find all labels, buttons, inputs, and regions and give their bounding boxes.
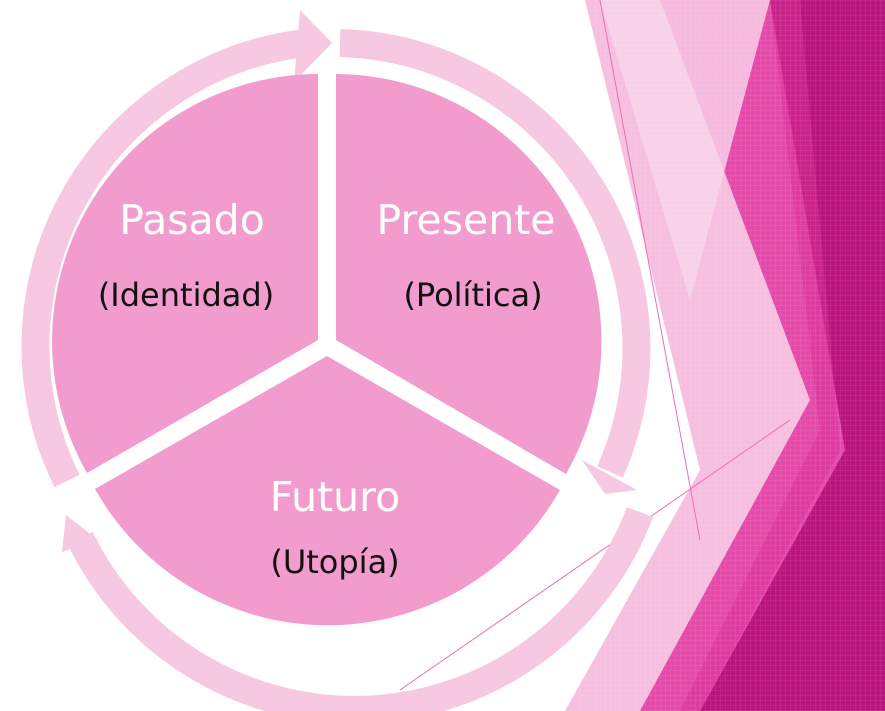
futuro-title: Futuro [270, 473, 400, 521]
segment-labels: Pasado (Identidad) Presente (Política) F… [98, 196, 556, 581]
segment-pasado [52, 74, 318, 473]
background-decoration [399, 0, 885, 711]
arrow-head-right [582, 460, 637, 494]
segment-futuro [95, 356, 560, 626]
presente-subtitle: (Política) [403, 276, 542, 314]
cycle-ring [21, 10, 654, 711]
bg-grid-texture [560, 0, 885, 711]
cycle-arc-top [21, 29, 308, 488]
presente-title: Presente [376, 196, 555, 244]
arrow-head-bottom [62, 515, 98, 552]
cycle-arc-right [339, 29, 651, 478]
bg-thin-line [599, 0, 701, 541]
cycle-arc-bottom [67, 507, 654, 711]
segments [52, 74, 602, 626]
bg-thin-line [399, 419, 791, 691]
futuro-subtitle: (Utopía) [270, 543, 399, 581]
pasado-title: Pasado [119, 196, 265, 244]
arrow-head-top [294, 10, 332, 82]
segment-presente [336, 74, 602, 474]
pasado-subtitle: (Identidad) [98, 276, 274, 314]
